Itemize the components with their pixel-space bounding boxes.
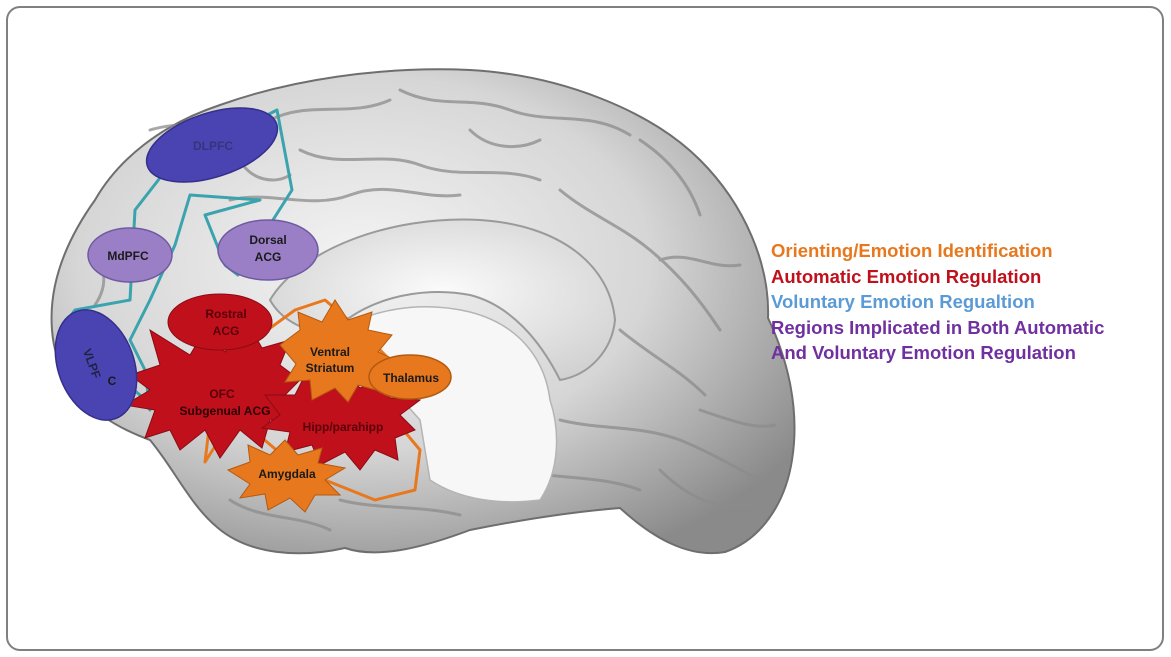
label-ventral-striatum-1: Ventral	[310, 345, 350, 359]
legend-automatic: Automatic Emotion Regulation	[771, 264, 1104, 290]
label-ventral-striatum-2: Striatum	[306, 361, 355, 375]
label-dlpfc: DLPFC	[193, 139, 233, 153]
label-ofc: OFC	[209, 387, 235, 401]
rostral-acg-ellipse	[168, 294, 272, 350]
legend-both-line-1: Regions Implicated in Both Automatic	[771, 315, 1104, 341]
label-rostral-acg-2: ACG	[213, 324, 240, 338]
label-hipp-parahipp: Hipp/parahipp	[303, 420, 384, 434]
label-rostral-acg-1: Rostral	[205, 307, 246, 321]
label-subgenual-acg: Subgenual ACG	[180, 404, 271, 418]
legend-orienting: Orienting/Emotion Identification	[771, 238, 1104, 264]
legend-voluntary: Voluntary Emotion Regualtion	[771, 289, 1104, 315]
label-dorsal-acg-2: ACG	[255, 250, 282, 264]
legend-both-line-2: And Voluntary Emotion Regulation	[771, 340, 1104, 366]
label-amygdala: Amygdala	[258, 467, 316, 481]
label-thalamus: Thalamus	[383, 371, 439, 385]
label-vlpfc-2: C	[108, 374, 117, 388]
label-mdpfc: MdPFC	[107, 249, 149, 263]
legend: Orienting/Emotion Identification Automat…	[771, 238, 1104, 366]
label-dorsal-acg-1: Dorsal	[249, 233, 286, 247]
